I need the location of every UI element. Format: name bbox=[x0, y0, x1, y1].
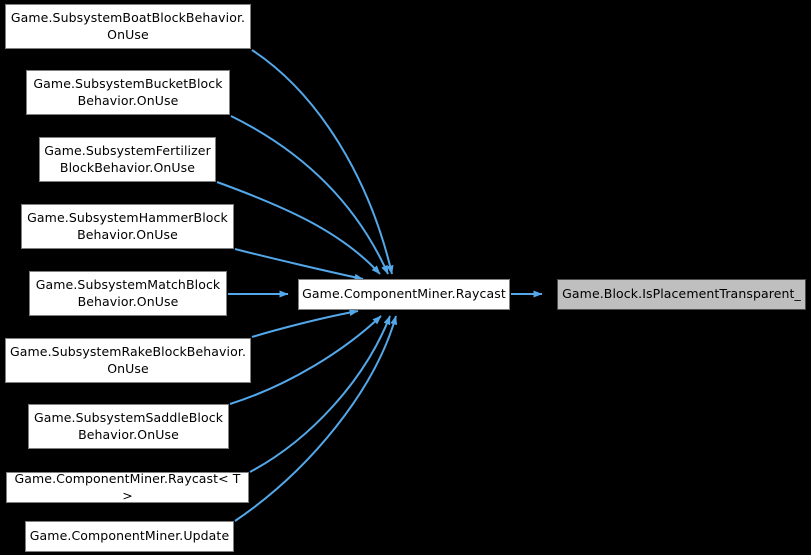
edge-update-to-raycast bbox=[234, 315, 398, 522]
edge-rake-to-raycast bbox=[251, 309, 359, 338]
edge-raycastT-to-raycast bbox=[249, 315, 391, 473]
graph-node-isplacement[interactable]: Game.Block.IsPlacementTransparent_ bbox=[557, 279, 806, 310]
graph-node-raycast[interactable]: Game.ComponentMiner.Raycast bbox=[298, 279, 510, 310]
edge-saddle-to-raycast bbox=[229, 315, 382, 405]
edge-hammer-to-raycast bbox=[234, 248, 364, 281]
edge-fertilizer-to-raycast bbox=[216, 181, 381, 275]
graph-node-saddle[interactable]: Game.SubsystemSaddleBlock Behavior.OnUse bbox=[28, 404, 229, 449]
graph-node-match[interactable]: Game.SubsystemMatchBlock Behavior.OnUse bbox=[29, 271, 227, 316]
edge-boat-to-raycast bbox=[251, 49, 394, 275]
graph-node-hammer[interactable]: Game.SubsystemHammerBlock Behavior.OnUse bbox=[21, 204, 234, 249]
edge-bucket-to-raycast bbox=[230, 115, 389, 275]
graph-node-update[interactable]: Game.ComponentMiner.Update bbox=[25, 521, 234, 552]
graph-node-fertilizer[interactable]: Game.SubsystemFertilizer BlockBehavior.O… bbox=[39, 137, 216, 182]
graph-node-bucket[interactable]: Game.SubsystemBucketBlock Behavior.OnUse bbox=[26, 70, 230, 115]
graph-node-rake[interactable]: Game.SubsystemRakeBlockBehavior. OnUse bbox=[5, 338, 251, 383]
graph-node-raycastT[interactable]: Game.ComponentMiner.Raycast< T > bbox=[6, 471, 249, 503]
graph-node-boat[interactable]: Game.SubsystemBoatBlockBehavior. OnUse bbox=[5, 4, 251, 49]
